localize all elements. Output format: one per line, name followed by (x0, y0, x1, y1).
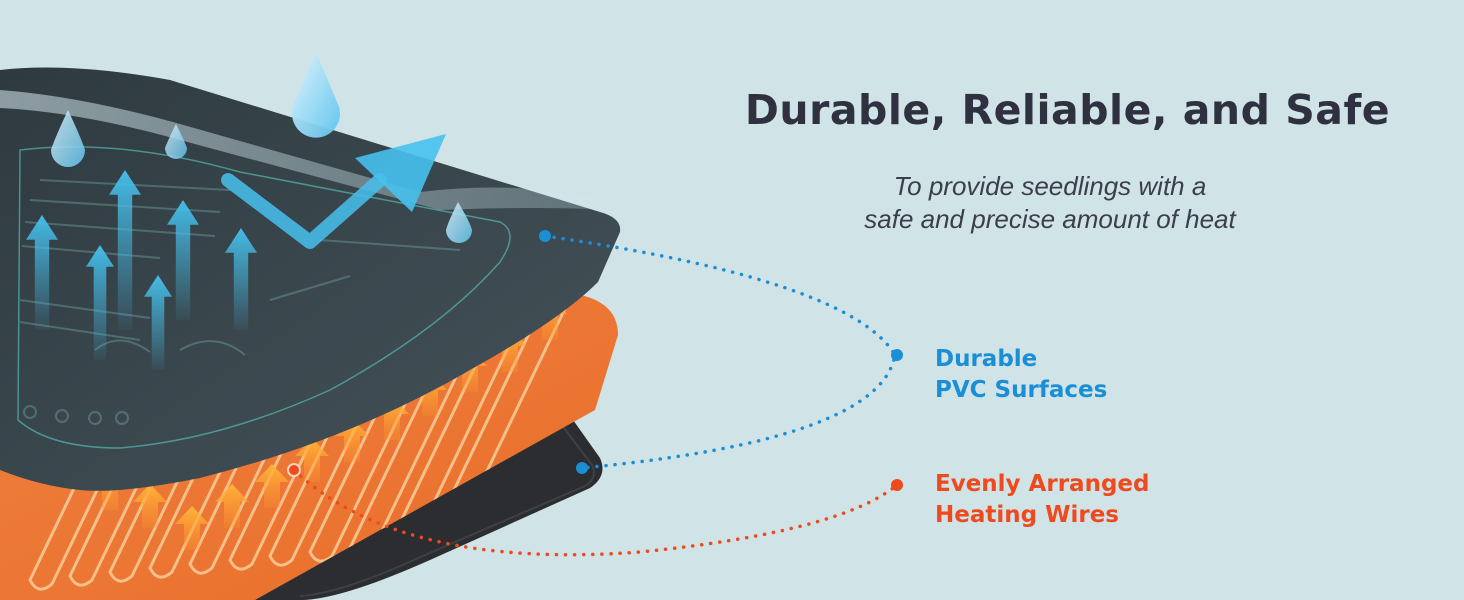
heat-rise-arrow-icon (144, 275, 172, 370)
heating-wire-loop (108, 320, 254, 583)
trend-up-arrow-icon (221, 134, 446, 249)
heat-rise-arrow-icon (167, 200, 199, 320)
subheadline-line-1: To provide seedlings with a (893, 171, 1207, 201)
heat-rise-arrow-icon (86, 245, 114, 360)
heating-wire-loop (68, 324, 214, 587)
page-subheadline: To provide seedlings with a safe and pre… (760, 170, 1340, 236)
heating-wire-loop (268, 304, 414, 567)
heating-wire-loop (228, 308, 374, 571)
water-drop-icon (446, 202, 472, 243)
heating-wire-loop (188, 312, 334, 575)
heating-wires-callout: Evenly Arranged Heating Wires (935, 469, 1149, 531)
heat-rise-arrows (26, 170, 257, 370)
page-headline: Durable, Reliable, and Safe (744, 86, 1391, 134)
protective-film (0, 90, 612, 210)
wires-callout-line-2: Heating Wires (935, 502, 1119, 528)
heating-wire-loop (308, 300, 454, 563)
heat-rise-arrow-icon (26, 215, 58, 330)
heat-rise-arrow-icon (109, 170, 141, 330)
water-drop-icon (292, 52, 340, 138)
heating-wire-loop (28, 328, 174, 591)
pvc-callout-line-2: PVC Surfaces (935, 377, 1108, 403)
pvc-surface-layer (0, 67, 621, 491)
subheadline-line-2: safe and precise amount of heat (864, 204, 1236, 234)
water-drop-icon (165, 124, 187, 159)
heat-rise-arrow-icon (225, 228, 257, 330)
pvc-surface-callout: Durable PVC Surfaces (935, 344, 1107, 406)
pvc-callout-line-1: Durable (935, 346, 1038, 372)
wires-callout-connector (287, 463, 903, 557)
pvc-callout-connector (539, 230, 903, 474)
wires-callout-line-1: Evenly Arranged (935, 471, 1150, 497)
water-drop-icon (51, 110, 85, 167)
heating-wire-loop (148, 316, 294, 579)
